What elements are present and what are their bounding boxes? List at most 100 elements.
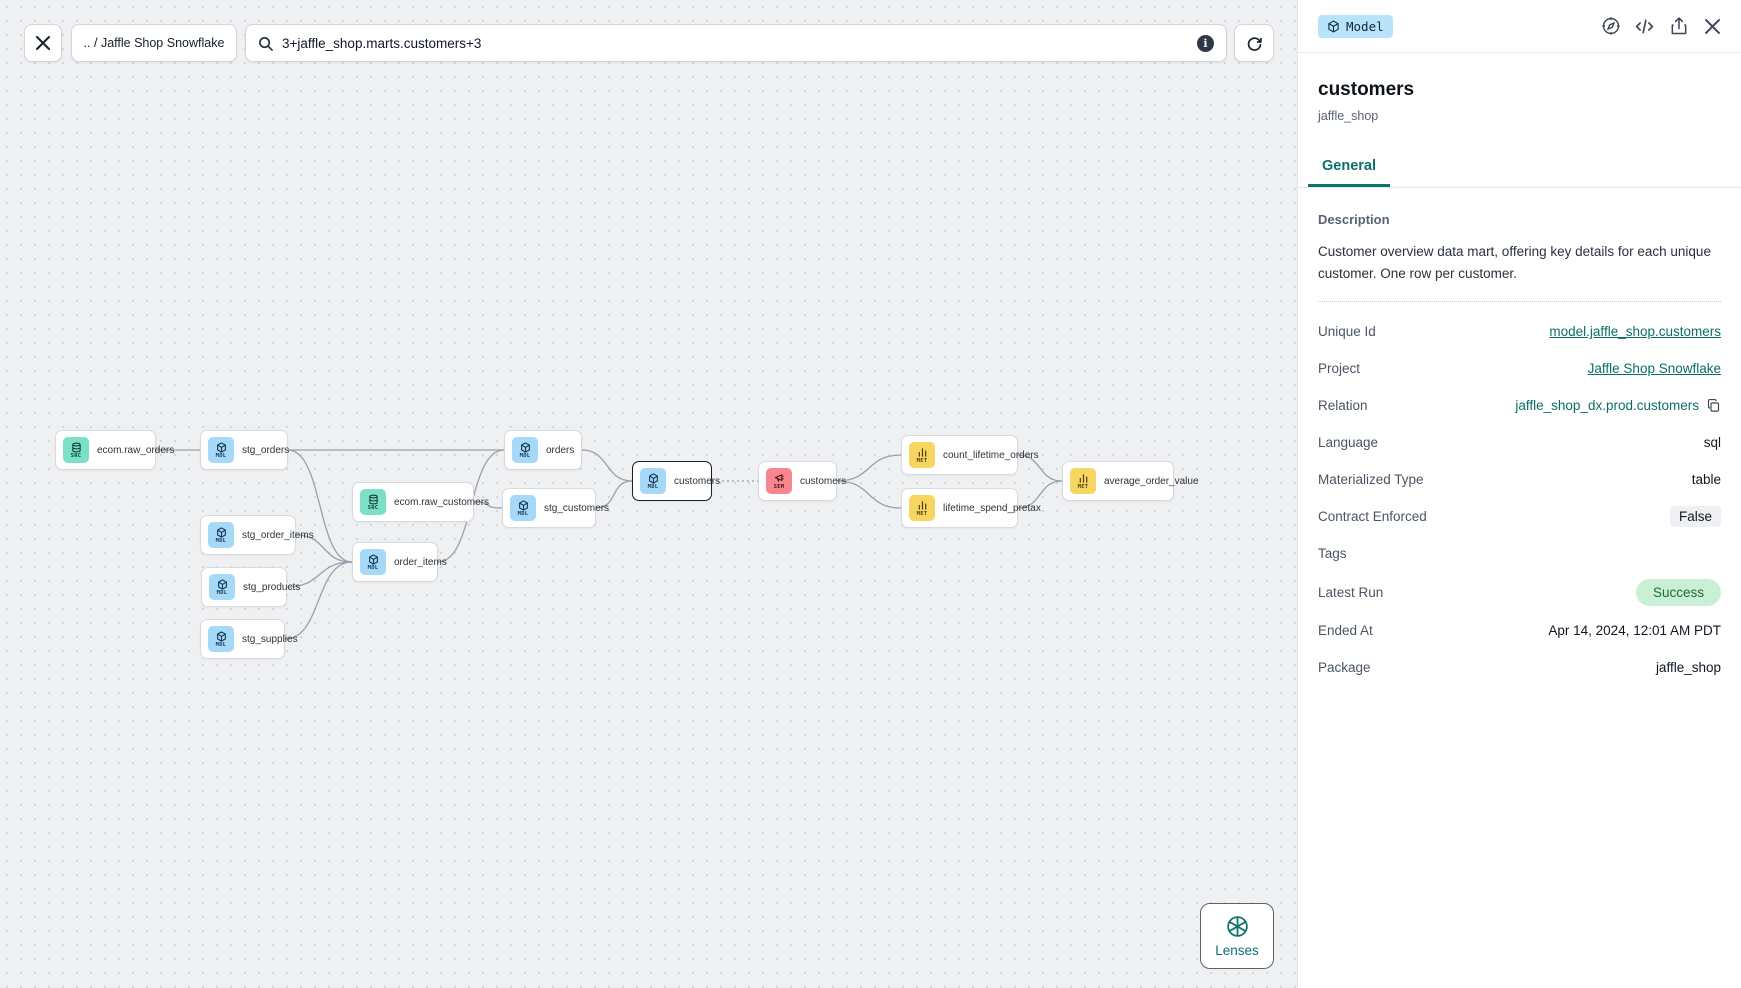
field-label: Package: [1318, 660, 1371, 676]
explore-icon[interactable]: [1600, 16, 1621, 37]
field-value: table: [1691, 472, 1721, 488]
node-label: lifetime_spend_pretax: [943, 502, 1041, 514]
lenses-label: Lenses: [1215, 943, 1259, 958]
page-title: customers: [1318, 79, 1415, 100]
cube-icon: MDL: [640, 468, 666, 494]
refresh-icon: [1246, 35, 1263, 52]
cube-icon: MDL: [209, 574, 235, 600]
code-icon[interactable]: [1634, 16, 1655, 37]
close-icon: [36, 36, 50, 50]
aperture-icon: [1225, 914, 1250, 939]
node-label: customers: [674, 475, 721, 487]
field-row-project: Project Jaffle Shop Snowflake: [1318, 357, 1721, 381]
graph-node-stg_customers[interactable]: MDL stg_customers: [502, 488, 609, 528]
graph-node-lifetime_spend_pretax[interactable]: MET lifetime_spend_pretax: [901, 488, 1041, 528]
node-label: average_order_value: [1104, 475, 1199, 487]
selector-search-box[interactable]: i: [245, 24, 1227, 62]
edge-stg_customers-to-customers_model: [595, 480, 633, 509]
field-link[interactable]: Jaffle Shop Snowflake: [1587, 361, 1721, 377]
breadcrumb[interactable]: .. / Jaffle Shop Snowflake: [71, 24, 237, 62]
cube-icon: MDL: [512, 437, 538, 463]
tab-general[interactable]: General: [1308, 158, 1390, 187]
field-value: jaffle_shop_dx.prod.customers: [1515, 398, 1699, 414]
field-chip: False: [1669, 506, 1721, 528]
edge-stg_orders-to-order_items: [287, 449, 353, 563]
cube-icon: MDL: [208, 522, 234, 548]
cube-icon: [1327, 19, 1340, 33]
node-label: stg_supplies: [242, 633, 298, 645]
field-row-unique-id: Unique Id model.jaffle_shop.customers: [1318, 320, 1721, 344]
field-row-language: Language sql: [1318, 431, 1721, 455]
copy-icon[interactable]: [1706, 398, 1721, 413]
field-label: Tags: [1318, 546, 1347, 562]
field-row-latest-run: Latest Run Success: [1318, 578, 1721, 606]
field-row-package: Package jaffle_shop: [1318, 656, 1721, 680]
edge-lifetime_spend_pretax-to-average_order_value: [1017, 480, 1063, 509]
panel-header: Model: [1298, 0, 1741, 53]
refresh-button[interactable]: [1234, 24, 1274, 62]
field-label: Language: [1318, 435, 1379, 451]
edge-stg_supplies-to-order_items: [284, 561, 353, 640]
chart-icon: MET: [909, 495, 935, 521]
database-icon: SRC: [63, 437, 89, 463]
node-label: order_items: [394, 556, 447, 568]
edge-count_lifetime_orders-to-average_order_value: [1017, 454, 1063, 482]
graph-node-stg_order_items[interactable]: MDL stg_order_items: [200, 515, 314, 555]
resource-type-label: Model: [1346, 18, 1384, 34]
search-input[interactable]: [282, 35, 1188, 51]
edge-stg_order_items-to-order_items: [295, 534, 353, 563]
field-row-tags: Tags: [1318, 542, 1721, 566]
cube-icon: MDL: [360, 549, 386, 575]
search-icon: [258, 36, 273, 51]
node-label: ecom.raw_orders: [97, 444, 175, 456]
share-icon[interactable]: [1668, 16, 1689, 37]
tab-bar: General: [1298, 157, 1741, 188]
field-row-ended-at: Ended At Apr 14, 2024, 12:01 AM PDT: [1318, 619, 1721, 643]
edge-customers_semantic-to-lifetime_spend_pretax: [836, 480, 902, 509]
field-label: Contract Enforced: [1318, 509, 1427, 525]
close-lineage-button[interactable]: [24, 24, 62, 62]
chart-icon: MET: [909, 442, 935, 468]
edge-layer: [156, 449, 1063, 640]
status-badge: Success: [1635, 578, 1721, 606]
node-label: customers: [800, 475, 847, 487]
field-value: Apr 14, 2024, 12:01 AM PDT: [1548, 623, 1721, 639]
node-label: stg_customers: [544, 502, 610, 514]
description-label: Description: [1318, 212, 1390, 227]
field-label: Ended At: [1318, 623, 1373, 639]
graph-node-orders[interactable]: MDL orders: [504, 430, 582, 470]
node-label: stg_products: [243, 581, 301, 593]
details-panel: Model customers jaffle_shop General Desc…: [1297, 0, 1741, 988]
field-row-materialized-type: Materialized Type table: [1318, 468, 1721, 492]
field-label: Unique Id: [1318, 324, 1376, 340]
graph-node-ecom_raw_orders[interactable]: SRC ecom.raw_orders: [55, 430, 174, 470]
node-label: orders: [546, 444, 575, 456]
field-label: Latest Run: [1318, 584, 1384, 600]
graph-node-stg_products[interactable]: MDL stg_products: [201, 567, 300, 607]
field-value: sql: [1703, 435, 1721, 451]
description-text: Customer overview data mart, offering ke…: [1318, 241, 1721, 302]
info-icon[interactable]: i: [1197, 34, 1214, 52]
close-icon[interactable]: [1702, 16, 1723, 37]
field-label: Project: [1318, 361, 1361, 377]
lenses-button[interactable]: Lenses: [1200, 903, 1274, 969]
node-label: stg_order_items: [242, 529, 314, 541]
edge-ecom_raw_customers-to-stg_customers: [473, 501, 503, 509]
field-value: jaffle_shop: [1655, 660, 1721, 676]
resource-type-badge: Model: [1318, 14, 1393, 38]
cube-icon: MDL: [510, 495, 536, 521]
database-icon: SRC: [360, 489, 386, 515]
field-link[interactable]: model.jaffle_shop.customers: [1549, 324, 1721, 340]
graph-node-order_items[interactable]: MDL order_items: [352, 542, 447, 582]
field-label: Materialized Type: [1318, 472, 1424, 488]
graph-node-customers_model[interactable]: MDL customers: [632, 461, 720, 501]
